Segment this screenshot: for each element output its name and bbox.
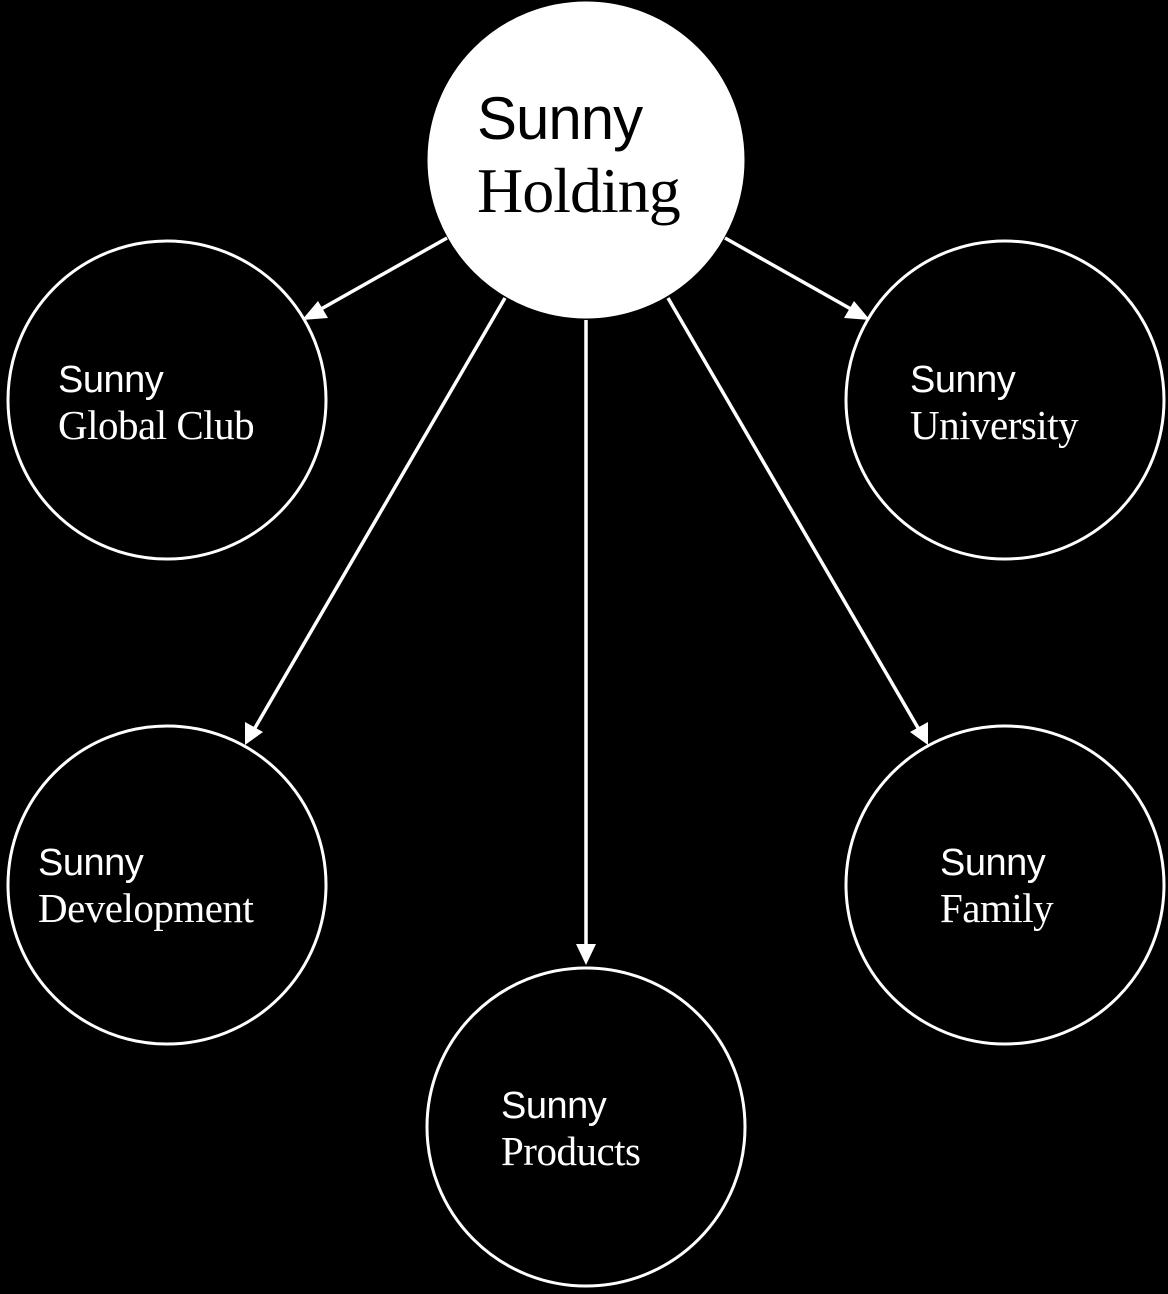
- node-products: Sunny Products: [425, 966, 747, 1288]
- edge-development: [250, 297, 507, 734]
- node-label-line1: Sunny: [38, 842, 144, 884]
- edges: [245, 236, 928, 965]
- node-label-line2: Family: [940, 885, 1054, 931]
- node-development: Sunny Development: [6, 724, 328, 1046]
- node-circle: [844, 724, 1166, 1046]
- root-label-line1: Sunny: [477, 85, 643, 152]
- node-label-line1: Sunny: [58, 359, 164, 401]
- node-circle: [844, 239, 1166, 561]
- node-label-line2: Global Club: [58, 402, 254, 448]
- arrowhead-development: [245, 722, 263, 745]
- arrowhead-family: [910, 722, 928, 745]
- arrowhead-university: [844, 301, 870, 320]
- node-label-line1: Sunny: [940, 842, 1046, 884]
- node-circle: [6, 239, 328, 561]
- node-label-line1: Sunny: [910, 359, 1016, 401]
- edge-university: [724, 236, 859, 315]
- arrowhead-global-club: [302, 301, 328, 320]
- node-label-line2: Products: [501, 1128, 641, 1174]
- node-circle: [425, 966, 747, 1288]
- node-root: Sunny Holding: [427, 1, 745, 319]
- arrowhead-products: [576, 944, 596, 965]
- node-label-line2: Development: [38, 885, 254, 931]
- root-circle: [427, 1, 745, 319]
- edge-family: [666, 297, 923, 734]
- node-label-line2: University: [910, 402, 1079, 448]
- node-family: Sunny Family: [844, 724, 1166, 1046]
- root-label-line2: Holding: [477, 155, 680, 226]
- node-label-line1: Sunny: [501, 1085, 607, 1127]
- node-university: Sunny University: [844, 239, 1166, 561]
- node-circle: [6, 724, 328, 1046]
- edge-global-club: [313, 236, 448, 315]
- node-global-club: Sunny Global Club: [6, 239, 328, 561]
